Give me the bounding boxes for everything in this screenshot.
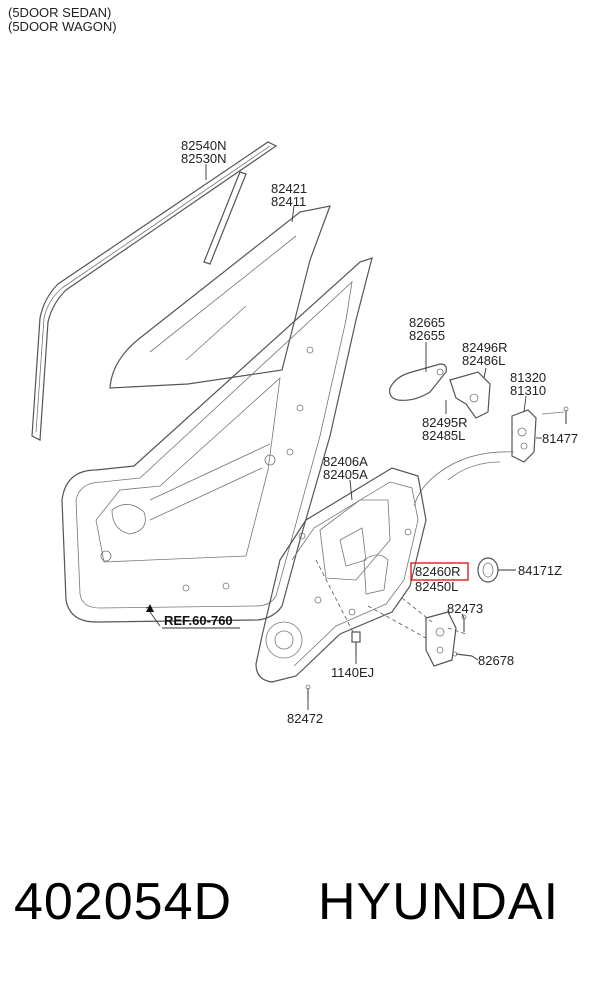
label-82665: 82665 (409, 315, 445, 330)
label-82678: 82678 (478, 653, 514, 668)
label-82450l: 82450L (415, 579, 458, 594)
label-81320: 81320 (510, 370, 546, 385)
label-82530n: 82530N (181, 151, 227, 166)
label-82540n: 82540N (181, 138, 227, 153)
label-82406a: 82406A (323, 454, 368, 469)
door-latch (511, 409, 565, 463)
label-82472: 82472 (287, 711, 323, 726)
screw-82678 (452, 651, 473, 657)
ref-arrow-icon (146, 604, 154, 612)
highlight-box (410, 562, 469, 581)
window-regulator-motor (425, 611, 457, 667)
variant-note-sedan: (5DOOR SEDAN) (8, 5, 112, 20)
label-82486l: 82486L (462, 353, 505, 368)
glass-run-channel (31, 141, 278, 441)
screw-82472 (305, 684, 311, 700)
label-82460r: 82460R (415, 564, 461, 579)
label-82485l: 82485L (422, 428, 465, 443)
ref-label: REF.60-760 (164, 613, 233, 628)
label-82496r: 82496R (462, 340, 508, 355)
door-module-panel (255, 467, 427, 683)
front-door-frame (61, 257, 373, 623)
label-82411: 82411 (271, 194, 306, 209)
label-84171z: 84171Z (518, 563, 562, 578)
label-81310: 81310 (510, 383, 546, 398)
label-82405a: 82405A (323, 467, 368, 482)
label-82473: 82473 (447, 601, 483, 616)
label-82655: 82655 (409, 328, 445, 343)
label-1140ej: 1140EJ (331, 665, 374, 680)
screw-81477 (563, 406, 569, 424)
label-82421: 82421 (271, 181, 307, 196)
brand-name: HYUNDAI (318, 873, 560, 931)
bolt-1140ej (351, 631, 361, 656)
variant-note-wagon: (5DOOR WAGON) (8, 19, 117, 34)
part-number: 402054D (14, 873, 233, 931)
door-glass (109, 205, 331, 389)
screw-82473 (461, 614, 467, 632)
handle-bracket (449, 371, 491, 419)
outside-handle (389, 363, 447, 401)
label-82495r: 82495R (422, 415, 468, 430)
label-81477: 81477 (542, 431, 578, 446)
grommet-84171z (477, 557, 499, 583)
